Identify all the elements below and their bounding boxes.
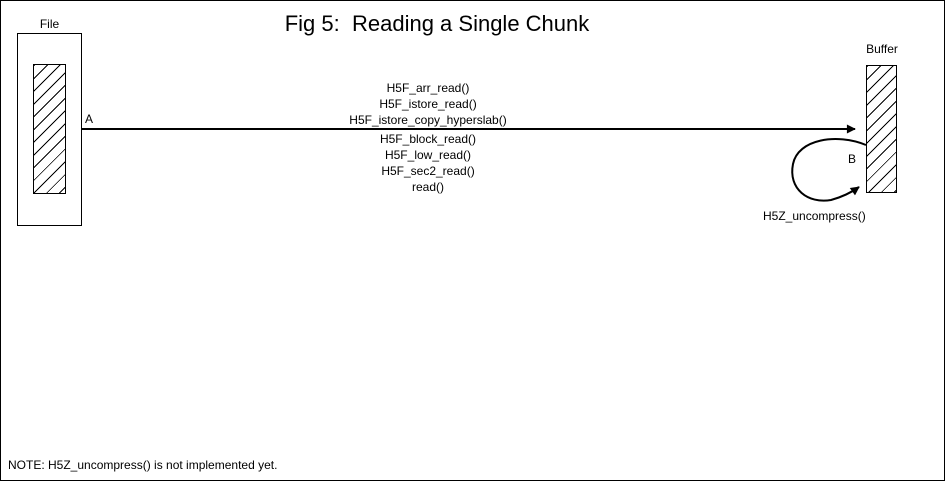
arrow-a-label: A xyxy=(85,112,94,126)
call-line: H5F_arr_read() xyxy=(386,81,470,95)
call-line: H5F_istore_read() xyxy=(379,97,477,111)
call-stack-above: H5F_arr_read() H5F_istore_read() H5F_ist… xyxy=(278,80,578,128)
buffer-box-hatched xyxy=(866,65,897,193)
file-chunk-hatched xyxy=(33,64,66,194)
uncompress-caption: H5Z_uncompress() xyxy=(763,209,866,223)
note-text: NOTE: H5Z_uncompress() is not implemente… xyxy=(8,458,278,472)
figure-title: Fig 5: Reading a Single Chunk xyxy=(284,11,590,36)
call-line: H5F_low_read() xyxy=(384,148,472,162)
call-line: read() xyxy=(411,180,444,194)
buffer-label: Buffer xyxy=(866,42,898,56)
call-stack-below: H5F_block_read() H5F_low_read() H5F_sec2… xyxy=(278,131,578,195)
arrow-b-label: B xyxy=(848,152,857,166)
arrow-b-curve xyxy=(791,138,867,202)
file-label: File xyxy=(39,17,60,31)
call-line: H5F_istore_copy_hyperslab() xyxy=(349,113,507,127)
call-line: H5F_sec2_read() xyxy=(381,164,475,178)
call-line: H5F_block_read() xyxy=(379,132,477,146)
